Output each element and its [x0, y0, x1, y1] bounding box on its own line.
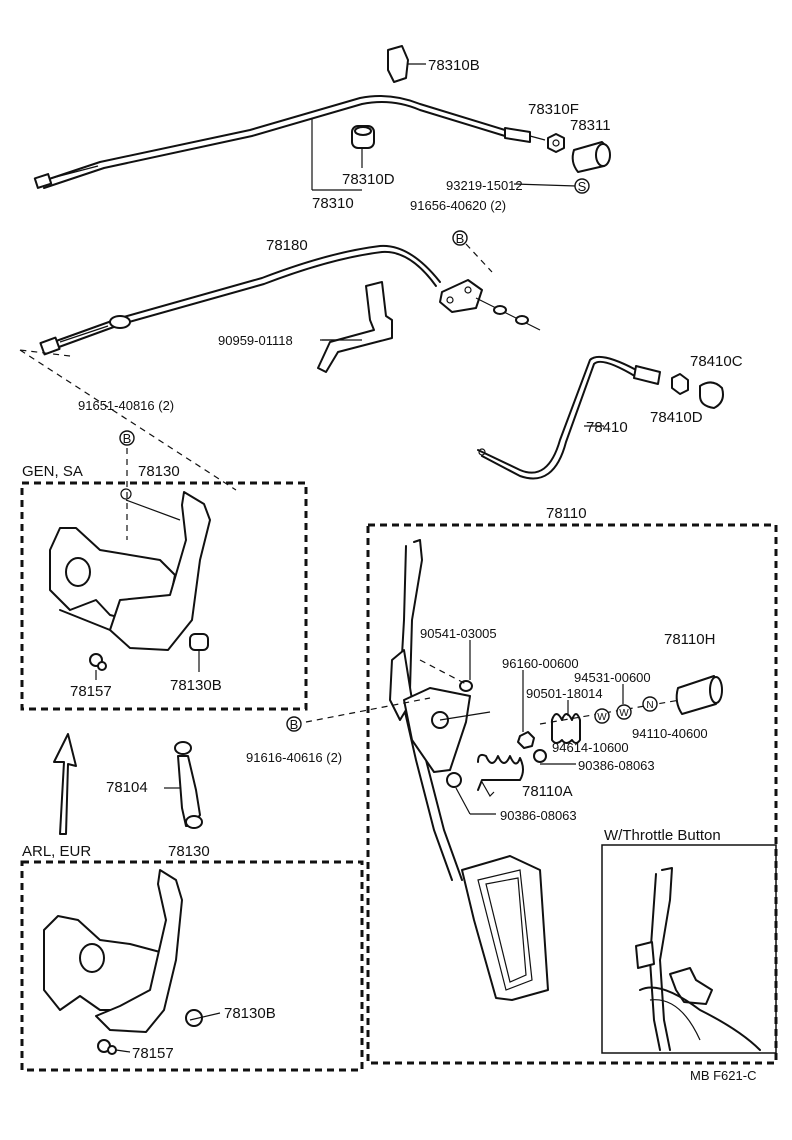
marker-w1: W	[594, 708, 610, 724]
leader-lines	[19, 243, 493, 723]
svg-text:B: B	[290, 717, 299, 732]
cable-78410	[477, 356, 724, 480]
label-78310: 78310	[312, 195, 354, 212]
label-90959-01118: 90959-01118	[218, 333, 293, 348]
label-96160-00600: 96160-00600	[502, 656, 579, 671]
label-78310F: 78310F	[528, 101, 579, 118]
svg-text:S: S	[578, 179, 587, 194]
label-94531-00600: 94531-00600	[574, 670, 651, 685]
marker-s: S	[574, 178, 590, 194]
label-78130-bot: 78130	[168, 843, 210, 860]
callout-lines	[95, 183, 624, 1053]
knob-78311	[571, 141, 611, 173]
clip-78310B	[387, 45, 426, 83]
label-78180: 78180	[266, 237, 308, 254]
marker-n: N	[642, 696, 658, 712]
up-arrow	[53, 733, 77, 835]
svg-text:B: B	[123, 431, 132, 446]
arl-eur-box	[20, 860, 364, 1072]
svg-text:W: W	[619, 708, 629, 719]
group-label-throttle-button: W/Throttle Button	[604, 827, 721, 844]
group-label-arl-eur: ARL, EUR	[22, 843, 91, 860]
cable-78310	[33, 95, 546, 191]
label-78410: 78410	[586, 419, 628, 436]
throttle-button-box	[601, 844, 777, 1054]
label-91651-40816: 91651-40816 (2)	[78, 398, 174, 413]
label-78110: 78110	[546, 505, 587, 522]
gen-sa-box	[20, 481, 308, 711]
label-78157-bot: 78157	[132, 1045, 174, 1062]
label-90386-08063-b: 90386-08063	[500, 808, 577, 823]
label-90541-03005: 90541-03005	[420, 626, 497, 641]
marker-b-left: B	[119, 430, 135, 446]
label-78110H: 78110H	[664, 631, 715, 648]
accelerator-box	[366, 523, 778, 1065]
svg-text:B: B	[456, 231, 465, 246]
pedal-bracket-78130-gen	[49, 488, 211, 671]
label-78157-top: 78157	[70, 683, 112, 700]
throttle-button-detail	[635, 867, 761, 1051]
small-parts	[446, 675, 723, 788]
marker-w2: W	[616, 704, 632, 720]
footer-code: MB F621-C	[690, 1068, 756, 1083]
svg-text:W: W	[597, 712, 607, 723]
label-78310B: 78310B	[428, 57, 480, 74]
cable-78180	[39, 244, 541, 356]
marker-b-top: B	[452, 230, 468, 246]
marker-b-mid: B	[286, 716, 302, 732]
accelerator-pedal-78110	[389, 539, 549, 1001]
label-94614-10600: 94614-10600	[552, 740, 629, 755]
label-91616-40616: 91616-40616 (2)	[246, 750, 342, 765]
label-94110-40600: 94110-40600	[632, 726, 708, 741]
label-91656-40620: 91656-40620 (2)	[410, 198, 506, 213]
label-78410C: 78410C	[690, 353, 743, 370]
group-label-gen-sa: GEN, SA	[22, 463, 83, 480]
label-90501-18014: 90501-18014	[526, 686, 603, 701]
stopper-78104	[174, 741, 203, 829]
label-93219-15012: 93219-15012	[446, 178, 523, 193]
label-78310D: 78310D	[342, 171, 395, 188]
return-spring-78110A	[477, 753, 524, 797]
label-78110A: 78110A	[522, 783, 573, 800]
label-78130-top: 78130	[138, 463, 180, 480]
label-78104: 78104	[106, 779, 148, 796]
svg-text:N: N	[646, 700, 653, 711]
label-78130B-top: 78130B	[170, 677, 222, 694]
nut-78310F	[547, 133, 565, 153]
label-90386-08063-a: 90386-08063	[578, 758, 655, 773]
label-78410D: 78410D	[650, 409, 703, 426]
bracket-90959	[317, 281, 393, 373]
pedal-bracket-78130-arl	[43, 869, 203, 1055]
grommet-78310D	[351, 125, 375, 149]
label-78130B-bot: 78130B	[224, 1005, 276, 1022]
label-78311: 78311	[570, 117, 611, 134]
